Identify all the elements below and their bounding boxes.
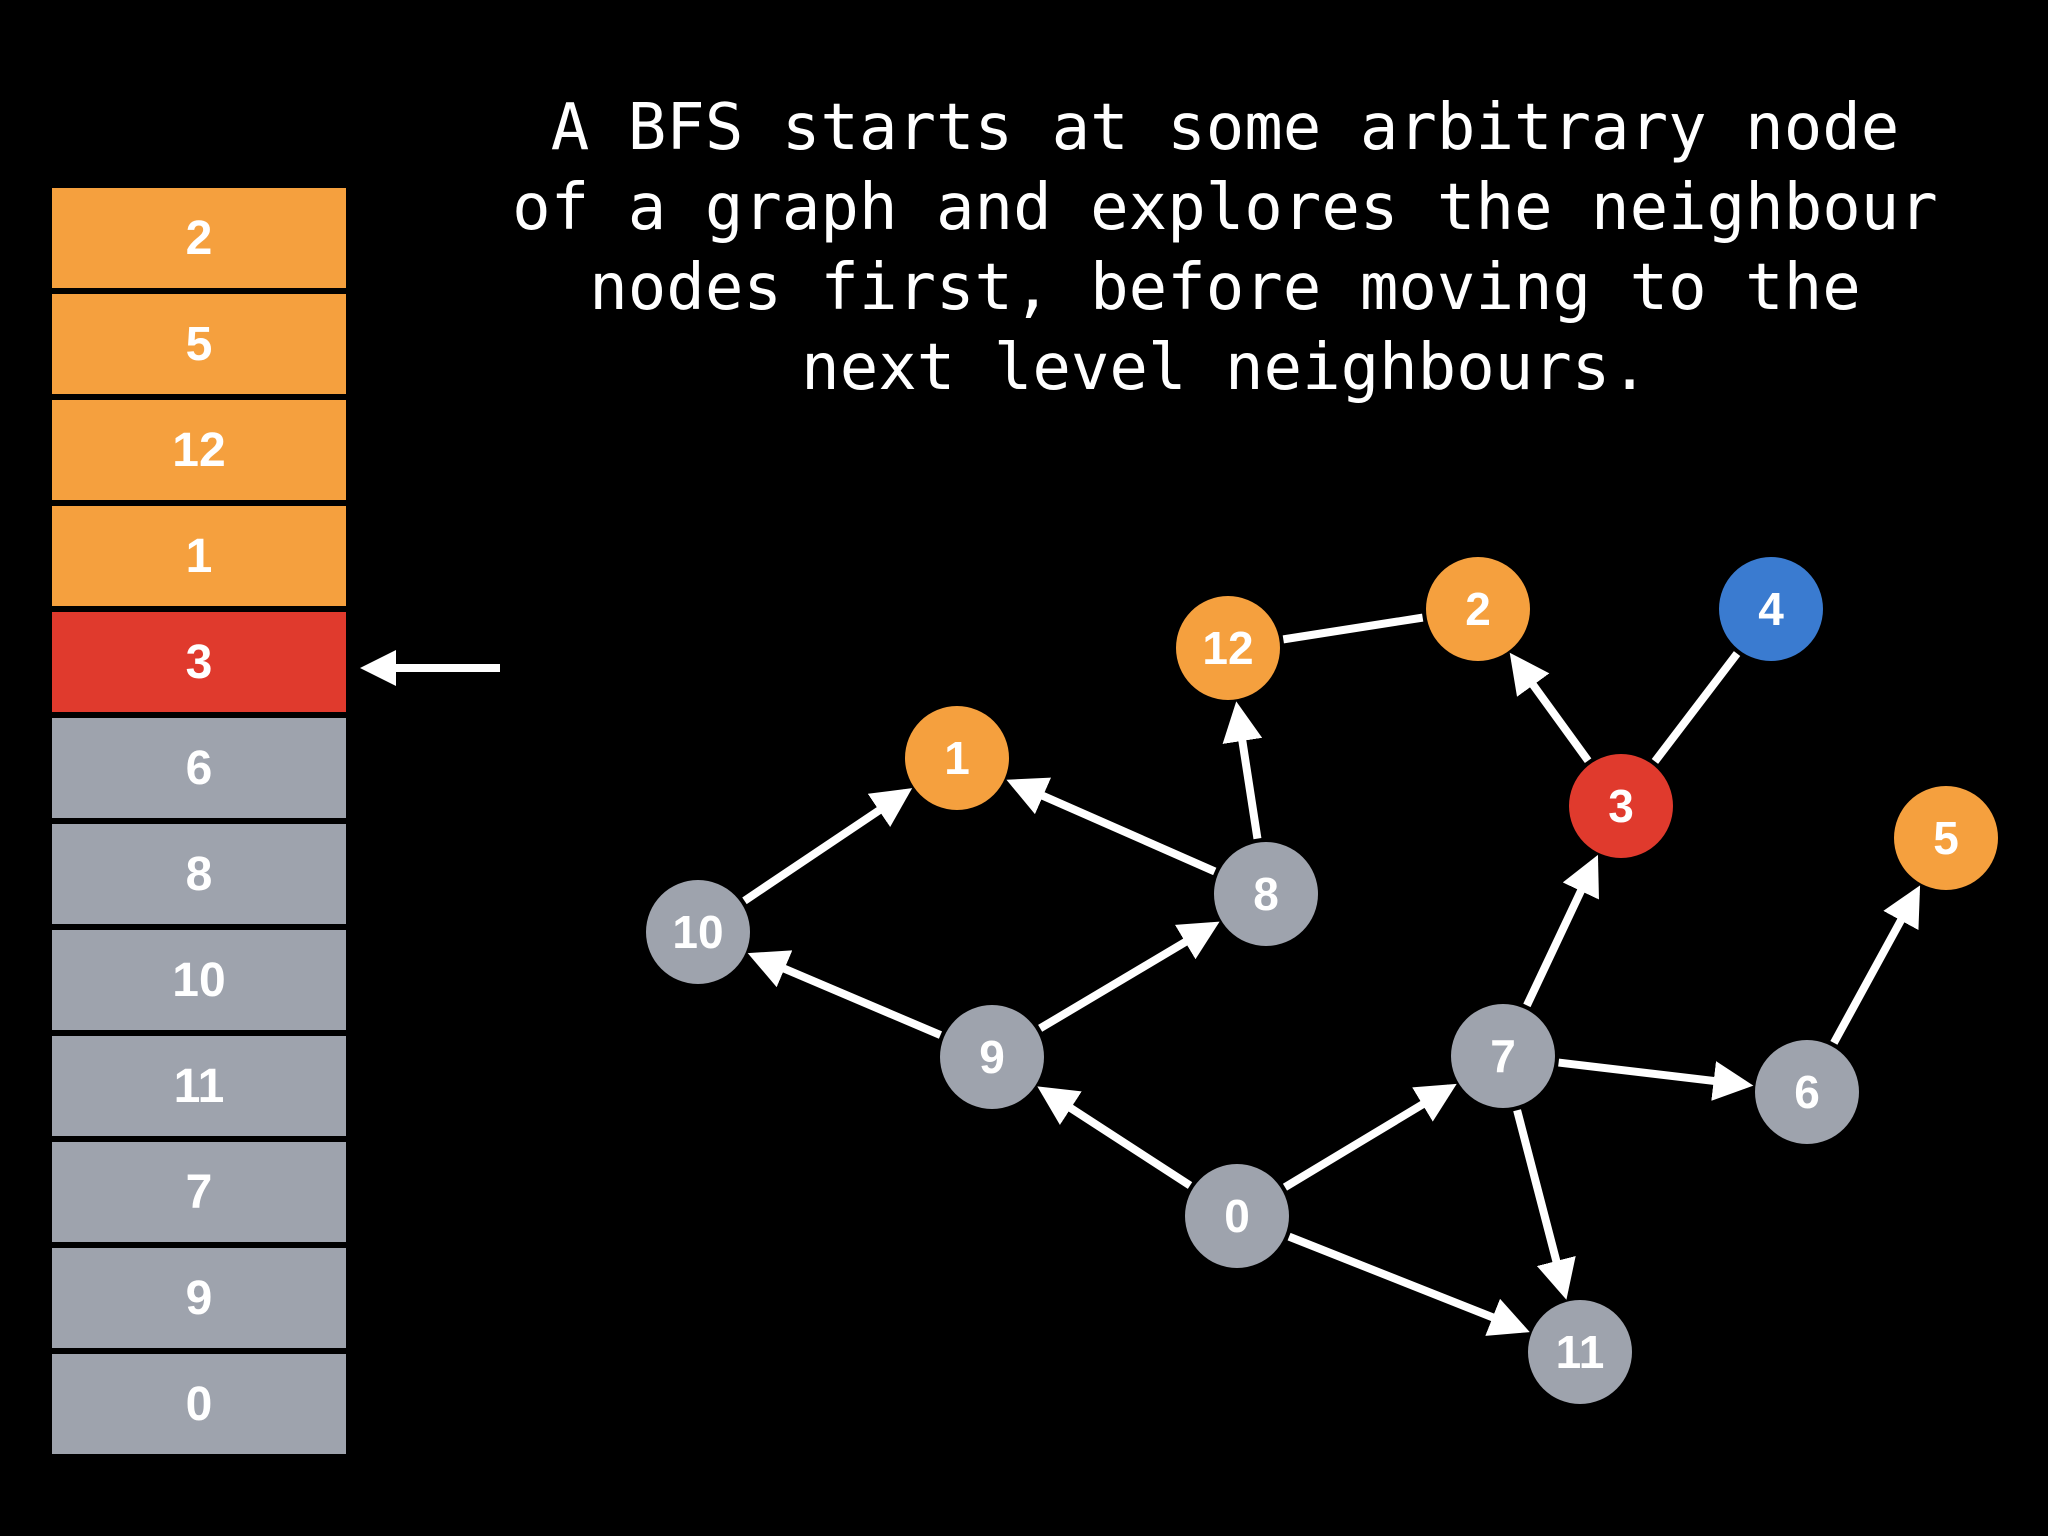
node-circle: [1569, 754, 1673, 858]
graph-node-3: 3: [1569, 754, 1673, 858]
queue-item-0: 0: [52, 1354, 346, 1454]
edge-9-10: [747, 950, 943, 1039]
node-circle: [1451, 1004, 1555, 1108]
queue-item-5: 5: [52, 294, 346, 394]
edge-0-7: [1282, 1083, 1457, 1191]
node-label: 3: [1608, 780, 1634, 832]
description-caption: A BFS starts at some arbitrary node of a…: [440, 88, 2010, 408]
graph-node-5: 5: [1894, 786, 1998, 890]
queue-item-10: 10: [52, 930, 346, 1030]
node-label: 0: [1224, 1190, 1250, 1242]
node-circle: [1214, 842, 1318, 946]
queue-item-6: 6: [52, 718, 346, 818]
edges-layer: [742, 613, 1921, 1336]
node-label: 7: [1490, 1030, 1516, 1082]
node-circle: [1755, 1040, 1859, 1144]
graph-node-1: 1: [905, 706, 1009, 810]
edge-9-8: [1038, 921, 1220, 1032]
edge-3-2: [1509, 652, 1592, 764]
node-circle: [905, 706, 1009, 810]
node-label: 2: [1465, 583, 1491, 635]
node-circle: [1185, 1164, 1289, 1268]
node-label: 11: [1556, 1326, 1605, 1378]
node-circle: [1426, 557, 1530, 661]
node-label: 9: [979, 1031, 1005, 1083]
node-circle: [1176, 596, 1280, 700]
node-circle: [940, 1005, 1044, 1109]
node-circle: [1719, 557, 1823, 661]
node-label: 5: [1933, 812, 1959, 864]
graph-node-7: 7: [1451, 1004, 1555, 1108]
caption-line: nodes first, before moving to the: [589, 251, 1861, 325]
graph-node-9: 9: [940, 1005, 1044, 1109]
graph-node-10: 10: [646, 880, 750, 984]
edge-7-3: [1523, 854, 1599, 1008]
caption-line: of a graph and explores the neighbour: [512, 171, 1938, 245]
queue-item-2: 2: [52, 188, 346, 288]
caption-line: next level neighbours.: [801, 331, 1649, 405]
node-label: 12: [1202, 622, 1253, 674]
queue-item-1: 1: [52, 506, 346, 606]
queue-item-8: 8: [52, 824, 346, 924]
edge-0-11: [1287, 1232, 1530, 1336]
graph-node-8: 8: [1214, 842, 1318, 946]
node-label: 4: [1758, 583, 1784, 635]
node-circle: [1894, 786, 1998, 890]
edge-0-9: [1037, 1086, 1193, 1189]
left-arrow-icon: [360, 650, 500, 686]
graph-node-2: 2: [1426, 557, 1530, 661]
graph-node-12: 12: [1176, 596, 1280, 700]
queue-item-3: 3: [52, 612, 346, 712]
edge-12-2: [1282, 613, 1424, 644]
edge-7-6: [1558, 1058, 1754, 1101]
edge-6-5: [1830, 885, 1921, 1045]
queue-item-7: 7: [52, 1142, 346, 1242]
edge-7-11: [1513, 1109, 1576, 1300]
edge-10-1: [742, 788, 913, 905]
queue-item-11: 11: [52, 1036, 346, 1136]
edge-3-4: [1651, 651, 1741, 764]
node-circle: [646, 880, 750, 984]
graph-node-11: 11: [1528, 1300, 1632, 1404]
edge-8-12: [1222, 701, 1263, 840]
node-label: 1: [944, 732, 970, 784]
node-label: 6: [1794, 1066, 1820, 1118]
graph-node-0: 0: [1185, 1164, 1289, 1268]
node-circle: [1528, 1300, 1632, 1404]
queue-item-9: 9: [52, 1248, 346, 1348]
queue-item-12: 12: [52, 400, 346, 500]
graph-node-4: 4: [1719, 557, 1823, 661]
graph-node-6: 6: [1755, 1040, 1859, 1144]
caption-line: A BFS starts at some arbitrary node: [550, 91, 1900, 165]
node-label: 10: [672, 906, 723, 958]
edge-8-1: [1006, 777, 1217, 876]
node-label: 8: [1253, 868, 1279, 920]
